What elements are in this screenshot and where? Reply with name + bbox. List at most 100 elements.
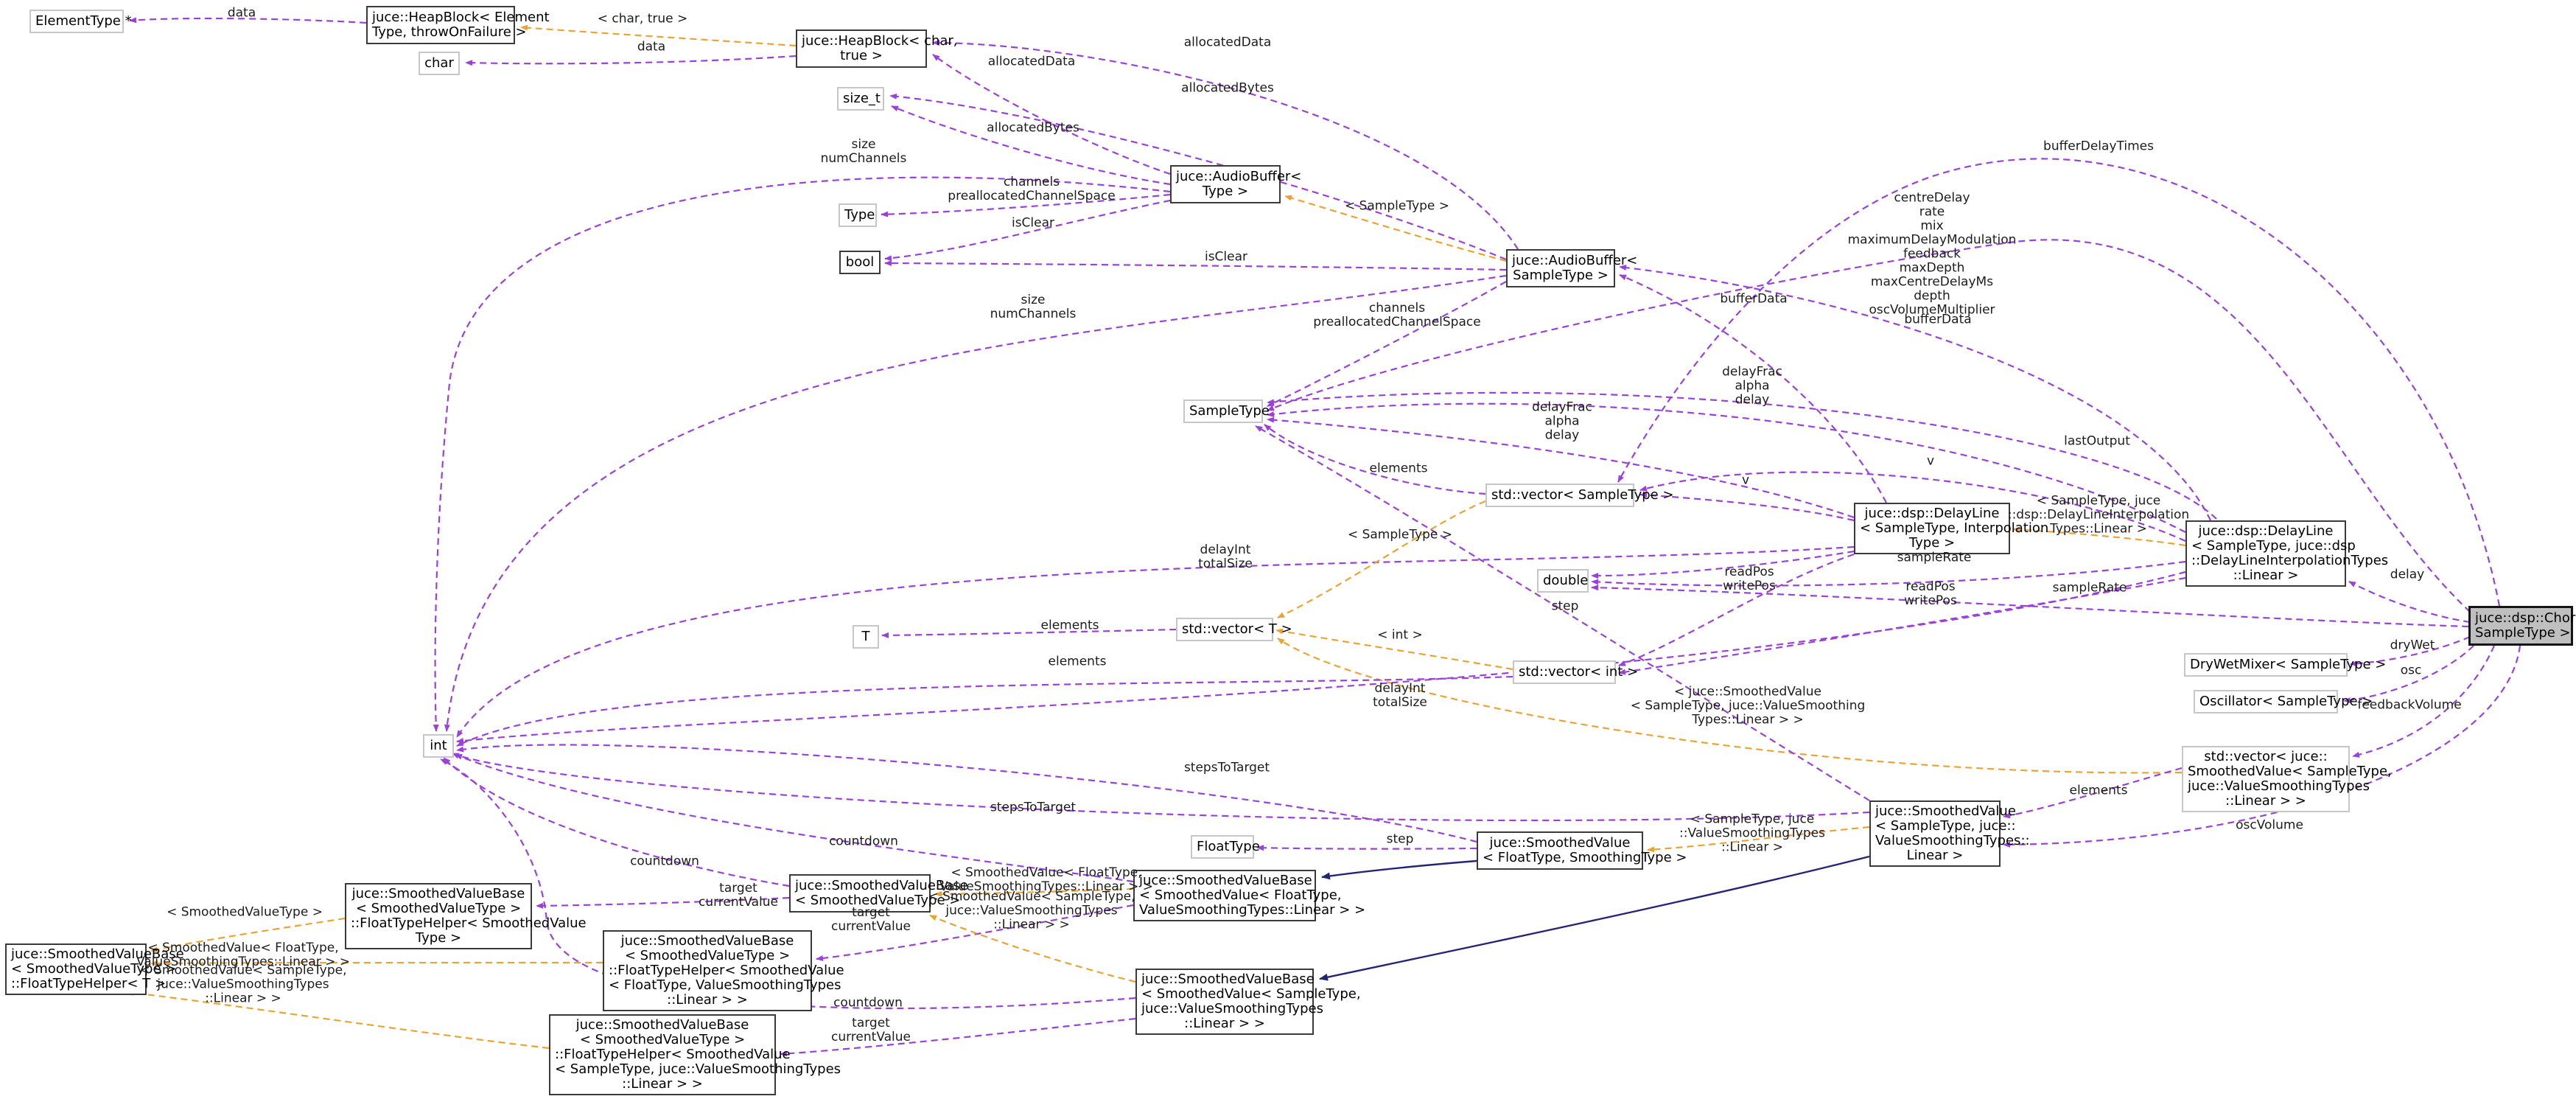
- edge-chorus-bufferdelaytimes: [1617, 158, 2501, 607]
- edge-label-line: channels: [1003, 175, 1060, 189]
- edge-label-line: feedback: [1903, 246, 1961, 262]
- node-floattypehelper-t[interactable]: juce::SmoothedValueBase< SmoothedValueTy…: [5, 943, 184, 995]
- node-chorus[interactable]: juce::dsp::Chorus<SampleType >: [2468, 606, 2576, 646]
- edge-label-line: v: [1926, 453, 1935, 469]
- edge-label-line: ::Linear >: [1721, 840, 1783, 855]
- edge-label-svft-step: step: [1387, 832, 1414, 847]
- node-smoothedvaluebase-sampletype[interactable]: juce::SmoothedValueBase< SmoothedValue< …: [1135, 969, 1361, 1035]
- edge-label-line: < SampleType, juce::ValueSmoothing: [1630, 698, 1866, 714]
- edge-label-chorus-drywet: dryWet: [2390, 638, 2435, 653]
- edge-label-line: < SmoothedValueType >: [167, 904, 323, 920]
- node-label-line: DryWetMixer< SampleType >: [2190, 657, 2387, 672]
- edge-fthst-template: [126, 990, 550, 1050]
- node-label-line: < SampleType, juce::dsp: [2191, 538, 2356, 554]
- edge-abtype-allocatedbytes: [891, 105, 1171, 186]
- node-label-line: ::Linear > >: [2225, 793, 2306, 809]
- edge-label-line: isClear: [1204, 249, 1248, 265]
- node-label-line: juce::SmoothedValueBase: [11, 946, 184, 962]
- node-heapblock-char[interactable]: juce::HeapBlock< char,true >: [796, 29, 958, 68]
- edge-heapblockchar-data: [465, 55, 797, 66]
- edge-label-svbft-countdown: countdown: [829, 834, 898, 849]
- edge-label-svft-stepstotarget: stepsToTarget: [1184, 761, 1270, 775]
- edge-svst-inherits: [1319, 855, 1870, 981]
- node-sampletype: SampleType: [1183, 400, 1270, 423]
- node-bool[interactable]: bool: [839, 251, 881, 274]
- node-floattypehelper-sampletype[interactable]: juce::SmoothedValueBase< SmoothedValueTy…: [549, 1014, 841, 1095]
- edge-label-line: allocatedBytes: [987, 120, 1079, 136]
- edge-label-abst-isclear: isClear: [1204, 249, 1248, 265]
- edge-label-line: countdown: [833, 995, 903, 1011]
- node-label-line: Type, throwOnFailure >: [372, 24, 527, 40]
- edge-label-line: size: [851, 137, 876, 152]
- edge-label-line: delay: [1544, 428, 1580, 443]
- edge-label-line: < SampleType >: [1344, 198, 1450, 214]
- node-label-line: < SmoothedValueType >: [795, 893, 961, 908]
- edge-label-line: allocatedData: [987, 54, 1076, 69]
- node-audiobuffer-type[interactable]: juce::AudioBuffer<Type >: [1170, 165, 1301, 203]
- node-label-line: SampleType >: [2475, 625, 2571, 641]
- node-floattypehelper-floattype[interactable]: juce::SmoothedValueBase< SmoothedValueTy…: [603, 930, 844, 1011]
- edge-label-abst-allocatedbytes: allocatedBytes: [1181, 81, 1274, 96]
- edge-label-abtype-allocateddata: allocatedData: [988, 55, 1076, 69]
- node-smoothedvaluebase-template[interactable]: juce::SmoothedValueBase< SmoothedValueTy…: [789, 874, 968, 913]
- edge-svbt-target: [536, 896, 790, 909]
- edge-svst-template: [1647, 826, 1870, 853]
- edge-svbft-template: [934, 887, 1134, 897]
- edge-label-line: preallocatedChannelSpace: [1313, 315, 1481, 329]
- node-label-line: ::Linear > >: [1184, 1016, 1265, 1031]
- node-label-line: juce::HeapBlock< char,: [802, 33, 958, 49]
- edge-label-dlgeneric-v: v: [1742, 473, 1749, 488]
- edge-dlgeneric-delayfrac: [1267, 416, 1855, 519]
- edge-label-line: stepsToTarget: [1183, 760, 1270, 775]
- edge-label-line: totalSize: [1373, 695, 1427, 710]
- node-smoothedvalue-sampletype[interactable]: juce::SmoothedValue< SampleType, juce::V…: [1869, 800, 2030, 867]
- node-floattypehelper-svt[interactable]: juce::SmoothedValueBase< SmoothedValueTy…: [345, 883, 587, 949]
- edge-label-line: < SampleType >: [1347, 527, 1453, 542]
- edge-label-line: step: [1551, 599, 1579, 614]
- node-delayline-generic[interactable]: juce::dsp::DelayLine< SampleType, Interp…: [1854, 503, 2049, 554]
- node-delayline-linear[interactable]: juce::dsp::DelayLine< SampleType, juce::…: [2185, 520, 2388, 587]
- node-label-line: juce::SmoothedValueBase: [1139, 873, 1312, 888]
- node-label-line: < SampleType, Interpolation: [1860, 520, 2049, 536]
- node-t: T: [853, 625, 879, 649]
- edge-label-line: allocatedData: [1183, 35, 1272, 50]
- edge-label-dllinear-v: v: [1926, 453, 1935, 469]
- edge-chorus-oscvolume: [2003, 645, 2521, 848]
- node-smoothedvaluebase-floattype[interactable]: juce::SmoothedValueBase< SmoothedValue< …: [1133, 870, 1366, 921]
- edge-label-line: ValueSmoothingTypes::Linear > >: [939, 879, 1154, 894]
- node-audiobuffer-sampletype[interactable]: juce::AudioBuffer<SampleType >: [1506, 249, 1637, 287]
- edge-label-line: maxCentreDelayMs: [1870, 274, 1994, 290]
- edge-svft-stepstotarget: [456, 744, 1477, 843]
- node-label-line: < FloatType, SmoothingType >: [1483, 850, 1687, 865]
- edge-svbt-countdown: [443, 757, 790, 887]
- edge-label-chorus-feedbackvolume: feedbackVolume: [2357, 698, 2461, 713]
- edge-label-fthft-template: < SmoothedValue< FloatType,ValueSmoothin…: [136, 941, 350, 969]
- node-label-line: Linear >: [1906, 848, 1964, 863]
- node-label-line: < SmoothedValue< FloatType,: [1139, 887, 1342, 903]
- node-label-line: std::vector< juce::: [2204, 749, 2328, 764]
- edge-label-line: data: [227, 5, 256, 21]
- node-label-line: < SmoothedValueType >: [624, 948, 791, 963]
- node-smoothedvalue-floattype[interactable]: juce::SmoothedValue< FloatType, Smoothin…: [1477, 831, 1687, 870]
- node-label-line: juce::SmoothedValueBase: [795, 878, 968, 893]
- edge-chorus-samplerate: [1591, 585, 2469, 628]
- edge-abtype-isclear: [884, 199, 1171, 262]
- node-label-line: < FloatType, ValueSmoothingTypes: [609, 977, 841, 993]
- node-label-line: < SampleType, juce::: [1875, 818, 2016, 834]
- node-label-line: double: [1543, 573, 1589, 588]
- node-oscillator: Oscillator< SampleType >: [2194, 690, 2373, 714]
- edge-label-line: oscVolumeMultiplier: [1869, 302, 1995, 318]
- edges: [126, 17, 2521, 1057]
- node-label-line: ValueSmoothingTypes::Linear > >: [1139, 902, 1366, 918]
- node-label-line: Type >: [415, 930, 462, 946]
- edge-label-abtype-isclear: isClear: [1012, 216, 1054, 231]
- edge-label-line: ::Linear > >: [205, 991, 281, 1006]
- edge-label-line: readPos: [1905, 579, 1956, 594]
- edge-vect-elements: [881, 628, 1177, 638]
- node-label-line: juce::SmoothedValueBase: [351, 886, 525, 901]
